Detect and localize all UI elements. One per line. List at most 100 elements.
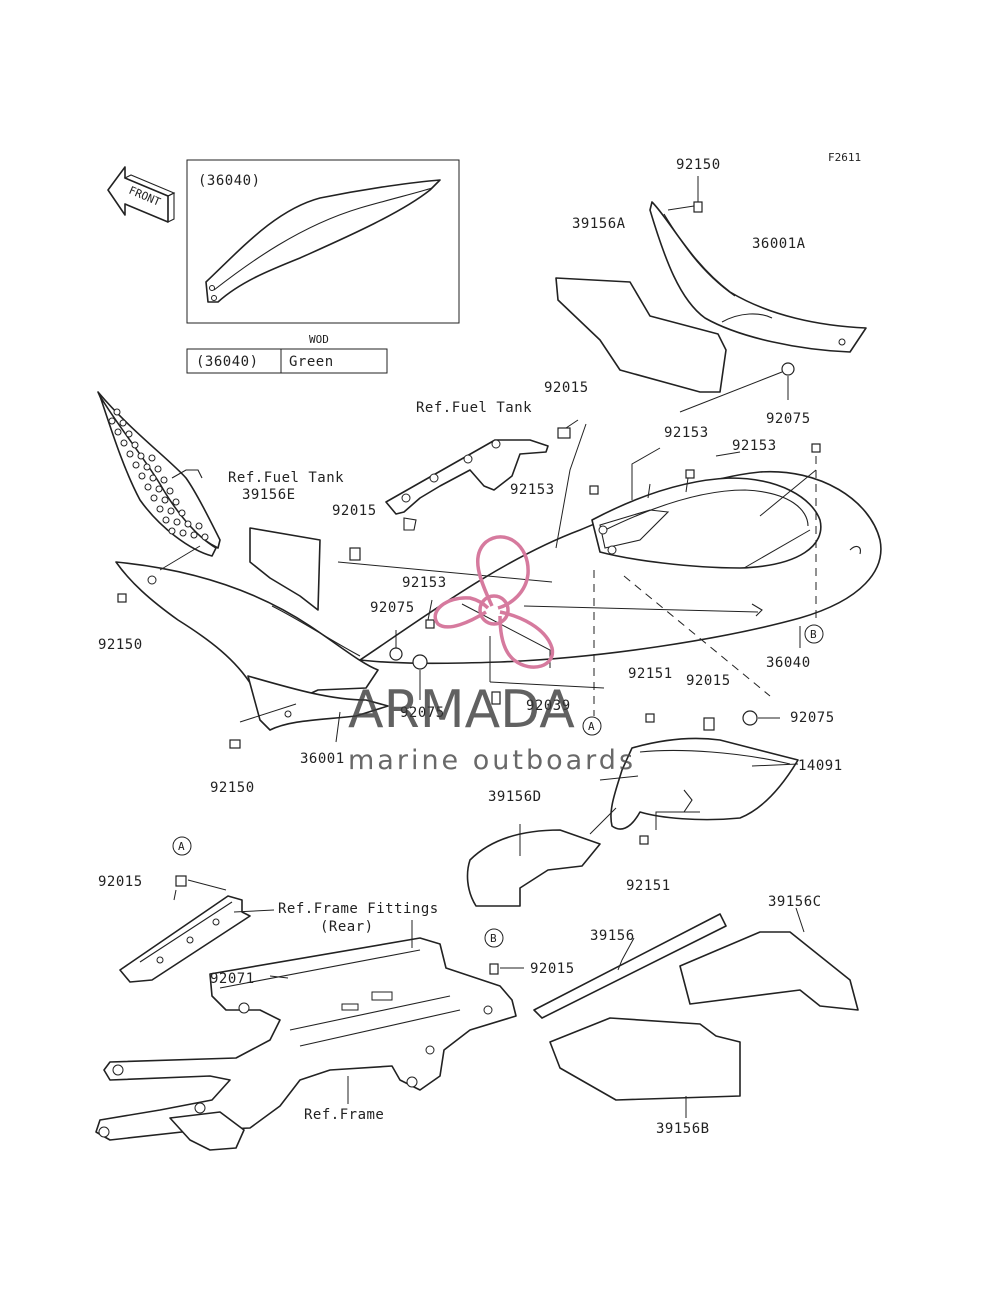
label-92075-mid: 92075 bbox=[370, 600, 415, 616]
watermark-brand: ARMADA bbox=[348, 680, 575, 740]
perforation-dot bbox=[113, 408, 121, 416]
label-92015-left: 92015 bbox=[332, 503, 377, 519]
label-92039: 92039 bbox=[526, 698, 571, 714]
marker-b-right: B bbox=[810, 628, 817, 641]
clip-92039 bbox=[491, 691, 501, 705]
label-39156B: 39156B bbox=[656, 1121, 710, 1137]
grommet-92075-low bbox=[412, 654, 428, 670]
inset-part-label: (36040) bbox=[198, 173, 261, 189]
perforation-dot bbox=[160, 476, 168, 484]
label-92153-b: 92153 bbox=[732, 438, 777, 454]
figure-code: F2611 bbox=[828, 151, 861, 164]
marker-b-left: B bbox=[490, 932, 497, 945]
ref-frame-fittings-rear: (Rear) bbox=[320, 919, 374, 935]
tail-cover-14091 bbox=[610, 737, 799, 830]
perforation-dot bbox=[155, 485, 163, 493]
perforation-dot bbox=[125, 430, 133, 438]
bolt-92151-top bbox=[645, 713, 655, 723]
perforated-tank-panel bbox=[97, 391, 221, 557]
color-table-part: (36040) bbox=[196, 354, 259, 370]
side-cover-36001 bbox=[115, 561, 389, 731]
perforation-dot bbox=[172, 498, 180, 506]
grommet-92075-mid bbox=[389, 647, 403, 661]
label-92071: 92071 bbox=[210, 971, 255, 987]
perforation-dot bbox=[195, 522, 203, 530]
perforation-dot bbox=[144, 483, 152, 491]
ref-frame-fittings: Ref.Frame Fittings bbox=[278, 901, 439, 917]
perforation-dot bbox=[148, 454, 156, 462]
pad-39156 bbox=[533, 913, 727, 1019]
bolt-92153-upper bbox=[685, 469, 695, 479]
perforation-dot bbox=[149, 474, 157, 482]
ref-frame: Ref.Frame bbox=[304, 1107, 384, 1123]
bolt-92153-left bbox=[425, 619, 435, 629]
side-cover-36001A bbox=[649, 201, 867, 353]
perforation-dot bbox=[162, 516, 170, 524]
perforation-dot bbox=[201, 533, 209, 541]
perforation-dot bbox=[126, 450, 134, 458]
label-36040: 36040 bbox=[766, 655, 811, 671]
frame-fittings-rear bbox=[119, 895, 251, 983]
perforation-dot bbox=[131, 441, 139, 449]
label-39156: 39156 bbox=[590, 928, 635, 944]
marker-a-right: A bbox=[588, 720, 595, 733]
label-92151-bottom: 92151 bbox=[626, 878, 671, 894]
label-39156E: 39156E bbox=[242, 487, 296, 503]
ref-fuel-tank-upper: Ref.Fuel Tank bbox=[416, 400, 532, 416]
label-92075-right: 92075 bbox=[790, 710, 835, 726]
perforation-dot bbox=[119, 419, 127, 427]
perforation-dot bbox=[108, 417, 116, 425]
perforation-dot bbox=[178, 509, 186, 517]
color-table-header: WOD bbox=[309, 333, 329, 346]
perforation-dot bbox=[179, 529, 187, 537]
front-arrow-icon: FRONT bbox=[107, 166, 176, 223]
bolt-92150-top bbox=[693, 201, 703, 213]
pad-39156A bbox=[555, 277, 727, 393]
perforation-dot bbox=[114, 428, 122, 436]
label-36001: 36001 bbox=[300, 751, 345, 767]
label-92015-right: 92015 bbox=[686, 673, 731, 689]
panel-perforations bbox=[108, 408, 209, 541]
pad-39156E bbox=[249, 527, 321, 611]
rear-frame bbox=[95, 937, 517, 1151]
label-92015-b: 92015 bbox=[530, 961, 575, 977]
label-39156D: 39156D bbox=[488, 789, 542, 805]
perforation-dot bbox=[167, 507, 175, 515]
label-36001A: 36001A bbox=[752, 236, 806, 252]
perforation-dot bbox=[156, 505, 164, 513]
grommet-92015-left bbox=[349, 547, 361, 561]
marker-a-left: A bbox=[178, 840, 185, 853]
label-92151-top: 92151 bbox=[628, 666, 673, 682]
pad-39156D bbox=[466, 829, 601, 907]
pad-39156B bbox=[549, 1017, 741, 1101]
bolt-92150-left bbox=[117, 593, 127, 603]
perforation-dot bbox=[190, 531, 198, 539]
label-14091: 14091 bbox=[798, 758, 843, 774]
perforation-dot bbox=[154, 465, 162, 473]
perforation-dot bbox=[143, 463, 151, 471]
label-39156A: 39156A bbox=[572, 216, 626, 232]
perforation-dot bbox=[150, 494, 158, 502]
inset-box: (36040) bbox=[186, 159, 460, 324]
label-92150-left: 92150 bbox=[98, 637, 143, 653]
label-92150-bottom: 92150 bbox=[210, 780, 255, 796]
label-92075-low: 92075 bbox=[400, 705, 445, 721]
label-92153-c: 92153 bbox=[510, 482, 555, 498]
watermark: ARMADA marine outboards bbox=[348, 535, 636, 776]
perforation-dot bbox=[138, 472, 146, 480]
color-table-color: Green bbox=[289, 354, 334, 370]
grommet-92015-right bbox=[703, 717, 715, 731]
grommet-92075-right bbox=[742, 710, 758, 726]
grommet-92015-top bbox=[557, 427, 571, 439]
perforation-dot bbox=[166, 487, 174, 495]
perforation-dot bbox=[184, 520, 192, 528]
bolt-92150-bottom bbox=[229, 739, 241, 749]
ref-fuel-tank-left: Ref.Fuel Tank bbox=[228, 470, 344, 486]
perforation-dot bbox=[137, 452, 145, 460]
watermark-tagline: marine outboards bbox=[348, 745, 636, 776]
perforation-dot bbox=[168, 527, 176, 535]
perforation-dot bbox=[173, 518, 181, 526]
grommet-92015-a bbox=[175, 875, 187, 887]
label-92153-d: 92153 bbox=[402, 575, 447, 591]
